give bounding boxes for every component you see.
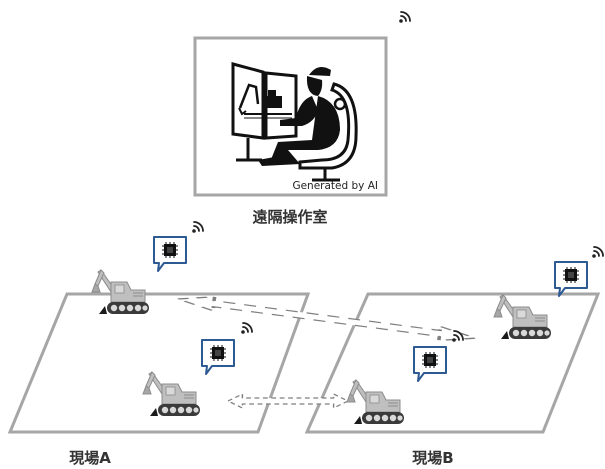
remote-room-label: 遠隔操作室 (252, 208, 327, 226)
remote-operator-icon (231, 62, 358, 182)
site-b-label: 現場B (412, 449, 453, 467)
site-a-plane (7, 292, 311, 434)
site-a-label: 現場A (69, 449, 111, 467)
wifi-signal-icon (591, 246, 604, 259)
wifi-signal-icon (398, 11, 411, 24)
site-b-plane (304, 292, 601, 434)
cpu-chip-icon (554, 261, 588, 297)
wifi-signal-icon (191, 221, 204, 234)
ai-generated-caption: Generated by AI (292, 180, 378, 192)
remote-room: Generated by AI (193, 11, 411, 197)
cpu-chip-icon (153, 236, 187, 272)
